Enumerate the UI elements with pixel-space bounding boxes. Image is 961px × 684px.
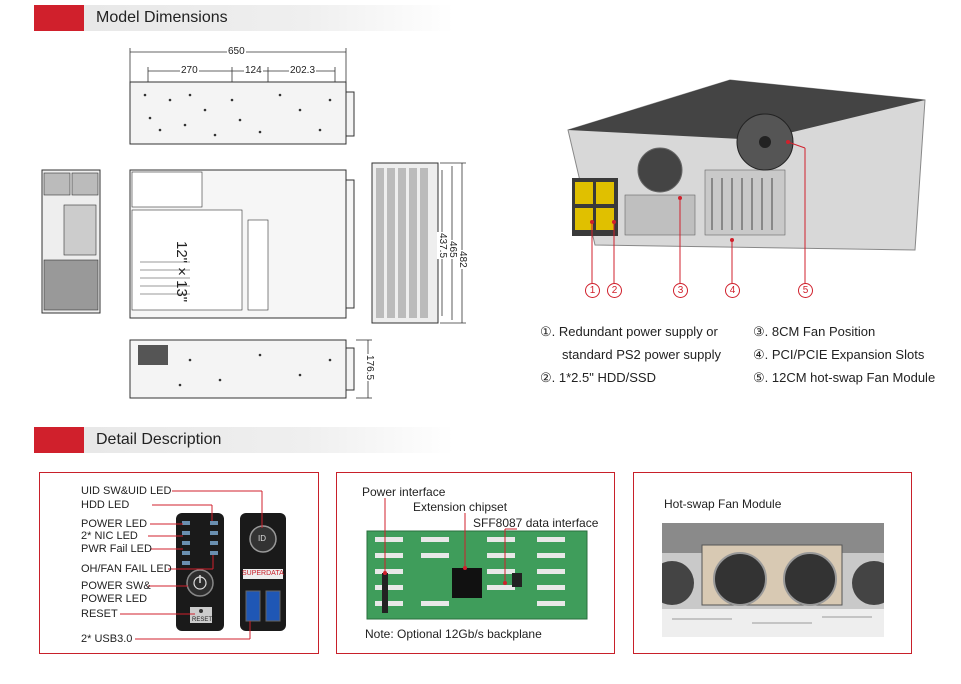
front-panel-drawing [120,490,286,640]
callout-3: 3 [673,283,688,298]
dimension-270: 270 [180,65,199,76]
header-accent-block [34,427,84,453]
label-extension-chipset: Extension chipset [413,500,508,514]
label-nic-led: 2* NIC LED [81,530,138,542]
header-accent-block [34,5,84,31]
label-usb: 2* USB3.0 [81,633,133,645]
label-power-led: POWER LED [81,518,148,530]
dimension-482: 482 [457,250,468,269]
header-bar [84,5,454,31]
callout-5: 5 [798,283,813,298]
fan-module-photo [662,523,884,637]
label-reset: RESET [81,608,118,620]
dimension-465: 465 [447,240,458,259]
section-title: Detail Description [96,431,222,448]
callout-1: 1 [585,283,600,298]
label-power-interface: Power interface [362,485,446,499]
id-button-label: ID [258,534,266,543]
fan-module-title: Hot-swap Fan Module [664,497,782,511]
dimension-176: 176.5 [364,354,375,382]
legend-item-3: ③. 8CM Fan Position [753,324,876,339]
legend-item-5: ⑤. 12CM hot-swap Fan Module [753,370,936,385]
section-title: Model Dimensions [96,9,228,26]
dimension-124: 124 [244,65,263,76]
label-sff8087: SFF8087 data interface [473,516,599,530]
label-hdd-led: HDD LED [81,499,130,511]
legend-item-2: ②. 1*2.5" HDD/SSD [540,370,656,385]
dimension-drawings [41,48,926,399]
header-bar [84,427,454,453]
legend-item-4: ④. PCI/PCIE Expansion Slots [753,347,925,362]
front-panel-box: UID SW&UID LED HDD LED POWER LED 2* NIC … [39,472,319,654]
section-header-detail-description: Detail Description [34,427,454,453]
callout-4: 4 [725,283,740,298]
dimension-650: 650 [227,46,246,57]
backplane-drawing [366,498,588,620]
label-power-sw: POWER SW& [81,580,151,592]
dimension-202: 202.3 [289,65,317,76]
backplane-box: Power interface Extension chipset SFF808… [336,472,615,654]
section-header-model-dimensions: Model Dimensions [34,5,454,31]
label-uid: UID SW&UID LED [81,485,172,497]
dimension-437: 437.5 [437,232,448,260]
motherboard-size-label: 12" × 13" [173,241,190,303]
fan-module-box: Hot-swap Fan Module [633,472,912,654]
backplane-note: Note: Optional 12Gb/s backplane [365,627,542,641]
callout-2: 2 [607,283,622,298]
label-power-sw-led: POWER LED [81,593,148,605]
label-oh-fan: OH/FAN FAIL LED [81,563,172,575]
reset-button-label: RESET [192,617,213,623]
legend-item-1-line1: ①. Redundant power supply or [540,324,718,339]
legend-item-1-line2: standard PS2 power supply [562,347,721,362]
label-pwr-fail: PWR Fail LED [81,543,152,555]
brand-logo: SUPERDATA [242,570,284,577]
